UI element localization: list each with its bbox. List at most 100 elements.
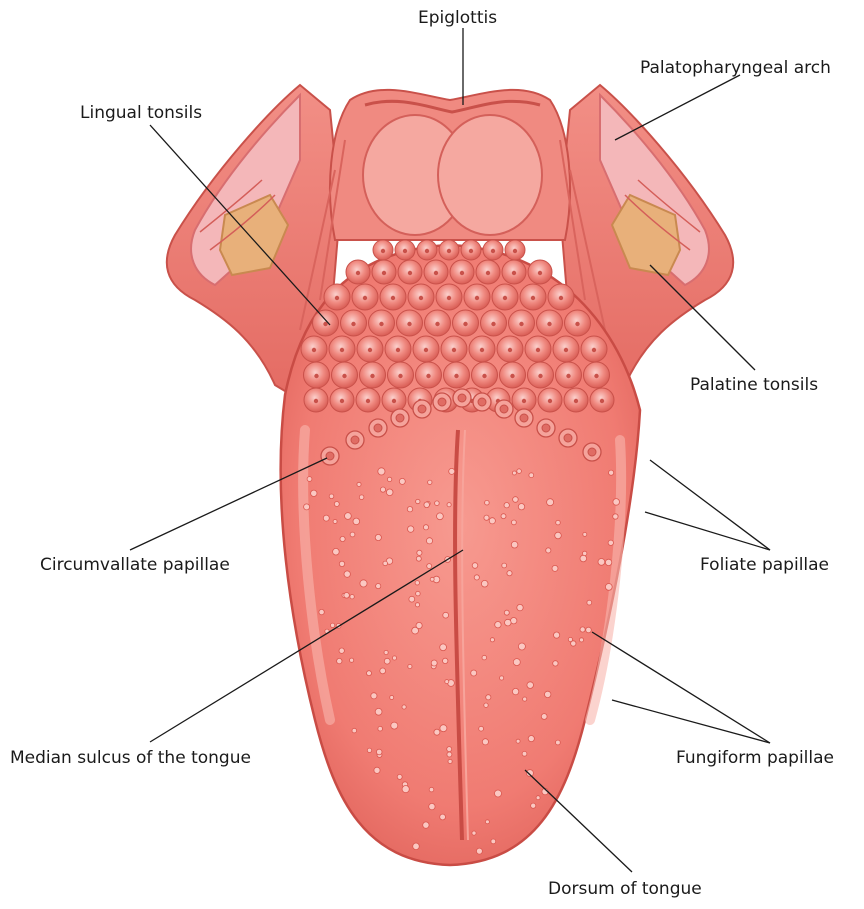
fungiform-papilla [587, 600, 592, 605]
fungiform-papilla [500, 676, 504, 680]
tonsil-nodule [481, 310, 507, 336]
tonsil-nodule [324, 284, 350, 310]
fungiform-papilla [350, 658, 354, 662]
fungiform-leader-2 [612, 700, 770, 743]
fungiform-papilla [384, 658, 390, 664]
tonsil-nodule [380, 284, 406, 310]
tonsil-nodule [304, 362, 330, 388]
fungiform-papilla [344, 571, 350, 577]
tonsil-nodule [444, 362, 470, 388]
tonsil-nodule [425, 310, 451, 336]
circumvallate-papilla [453, 389, 471, 407]
fungiform-papilla [402, 705, 406, 709]
fungiform-papilla [609, 470, 614, 475]
fungiform-papilla [613, 499, 620, 506]
fungiform-papilla [416, 556, 421, 561]
fungiform-papilla [428, 480, 432, 484]
fungiform-papilla [435, 501, 440, 506]
fungiform-papilla [482, 655, 487, 660]
tonsil-nodule [330, 388, 354, 412]
fungiform-papilla [511, 541, 518, 548]
tonsil-nodule [453, 310, 479, 336]
tonsil-nodule [564, 388, 588, 412]
fungiform-papilla [512, 471, 516, 475]
fungiform-papilla [329, 494, 334, 499]
fungiform-papilla [555, 532, 562, 539]
fungiform-papilla [330, 623, 334, 627]
palatopharyngeal-leader [615, 75, 740, 140]
fungiform-papilla [513, 659, 520, 666]
fungiform-papilla [552, 565, 558, 571]
fungiform-papilla [402, 786, 409, 793]
label-lingual-tonsils: Lingual tonsils [80, 103, 202, 123]
fungiform-papilla [408, 526, 414, 532]
fungiform-papilla [580, 555, 587, 562]
tonsil-nodule [483, 240, 503, 260]
fungiform-papilla [472, 831, 476, 835]
fungiform-papilla [387, 477, 391, 481]
tonsil-nodule [369, 310, 395, 336]
fungiform-papilla [390, 696, 394, 700]
tonsil-nodule [492, 284, 518, 310]
fungiform-papilla [380, 487, 385, 492]
fungiform-papilla [375, 534, 381, 540]
fungiform-papilla [529, 473, 534, 478]
tonsil-nodule [464, 284, 490, 310]
tonsil-nodule [417, 240, 437, 260]
fungiform-papilla [486, 695, 491, 700]
fungiform-papilla [490, 638, 494, 642]
tonsil-nodule [553, 336, 579, 362]
tonsil-nodule [416, 362, 442, 388]
fungiform-papilla [350, 532, 355, 537]
label-dorsum-of-tongue: Dorsum of tongue [548, 879, 702, 899]
fungiform-papilla [399, 478, 405, 484]
fungiform-papilla [429, 803, 435, 809]
fungiform-papilla [386, 489, 393, 496]
fungiform-papilla [613, 514, 618, 519]
fungiform-papilla [333, 520, 337, 524]
fungiform-papilla [481, 580, 488, 587]
tonsil-nodule [450, 260, 474, 284]
circumvallate-papilla [321, 447, 339, 465]
tonsil-nodule [436, 284, 462, 310]
tonsil-nodule [581, 336, 607, 362]
fungiform-papilla [340, 536, 345, 541]
fungiform-papilla [376, 749, 382, 755]
tonsil-nodule [548, 284, 574, 310]
fungiform-papilla [447, 752, 452, 757]
tonsil-nodule [357, 336, 383, 362]
fungiform-papilla [378, 726, 383, 731]
circumvallate-papilla [473, 393, 491, 411]
tonsil-nodule [301, 336, 327, 362]
tonsil-nodule [565, 310, 591, 336]
fungiform-papilla [448, 759, 452, 763]
fungiform-papilla [416, 622, 422, 628]
tonsil-nodule [537, 310, 563, 336]
fungiform-papilla [426, 538, 432, 544]
foliate-leader-1 [650, 460, 770, 550]
circumvallate-papilla [433, 393, 451, 411]
fungiform-papilla [429, 787, 434, 792]
fungiform-papilla [518, 504, 524, 510]
fungiform-papilla [605, 584, 612, 591]
fungiform-papilla [546, 548, 551, 553]
fungiform-papilla [413, 843, 420, 850]
tonsil-nodule [382, 388, 406, 412]
circumvallate-papilla [495, 400, 513, 418]
fungiform-papilla [424, 502, 430, 508]
tonsil-nodule [408, 284, 434, 310]
fungiform-papilla [431, 660, 437, 666]
tonsil-nodule [332, 362, 358, 388]
fungiform-papilla [416, 591, 421, 596]
tonsil-nodule [590, 388, 614, 412]
fungiform-papilla [359, 495, 364, 500]
circumvallate-papilla [583, 443, 601, 461]
fungiform-papilla [528, 736, 534, 742]
tonsil-nodule [505, 240, 525, 260]
fungiform-papilla [502, 563, 507, 568]
fungiform-papilla [513, 497, 519, 503]
fungiform-papilla [311, 490, 317, 496]
fungiform-papilla [339, 561, 344, 566]
fungiform-papilla [440, 814, 446, 820]
